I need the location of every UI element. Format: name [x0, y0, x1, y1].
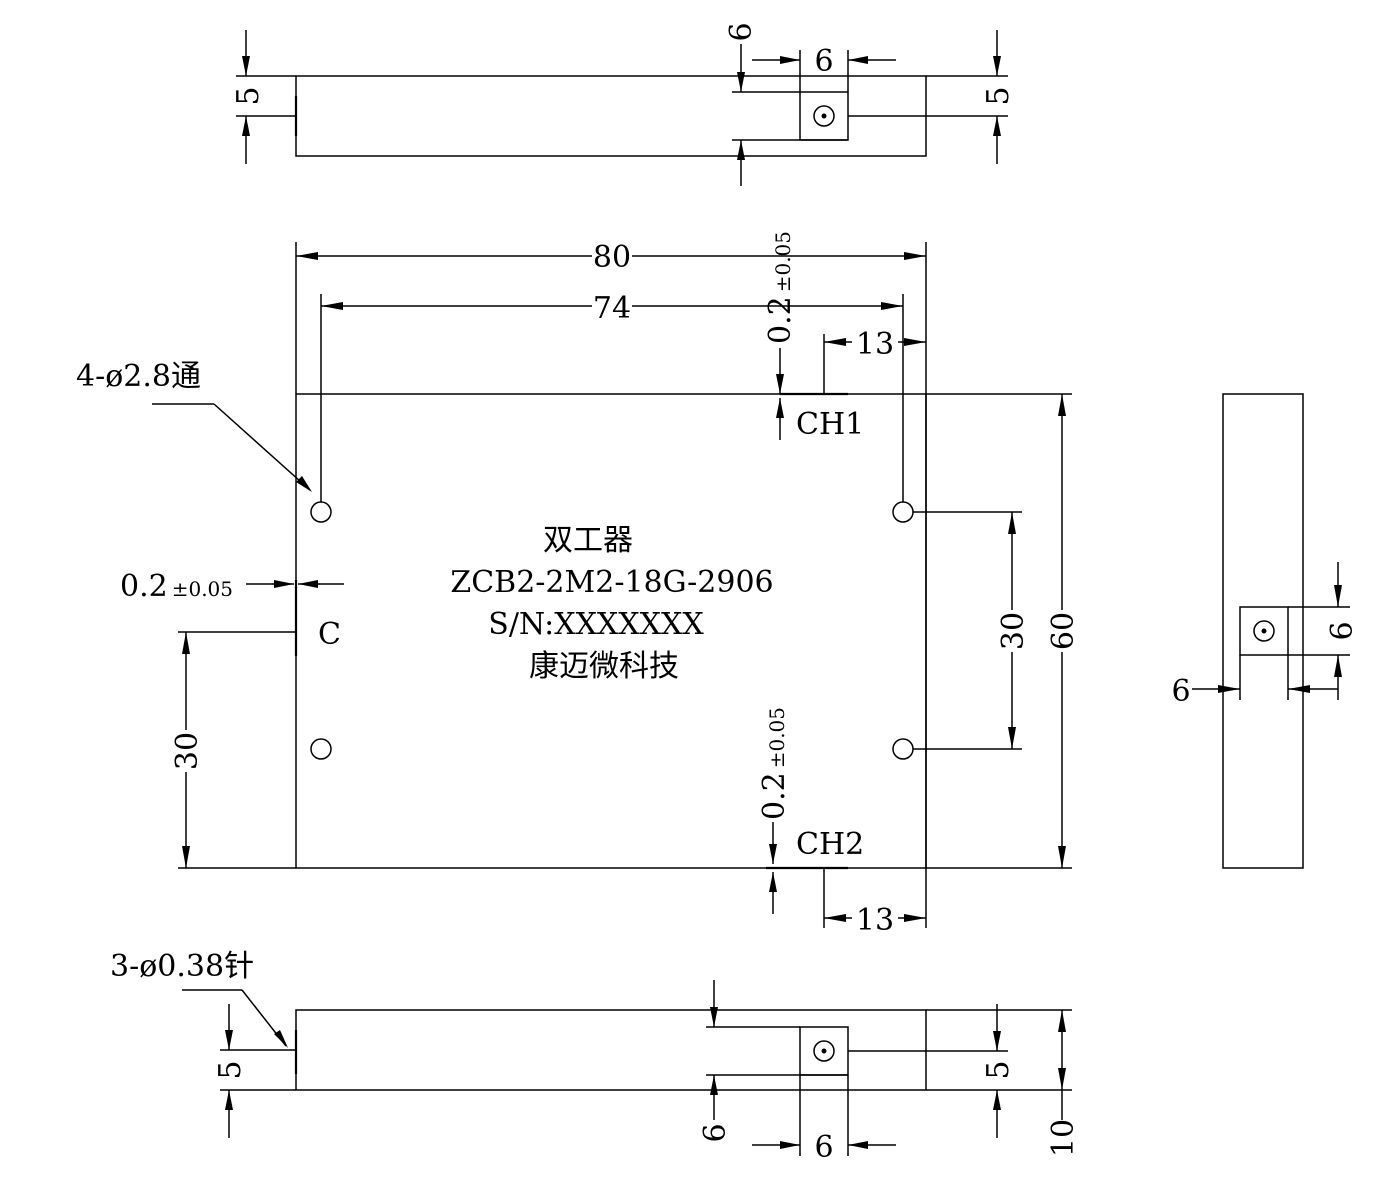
product-company: 康迈微科技 [529, 649, 679, 684]
side-view: 6 6 [1171, 393, 1360, 869]
dim-width-74: 74 [593, 291, 631, 326]
dim-top-connector-6-width: 6 [814, 44, 833, 79]
dim-bottom-height-10: 10 [1046, 1119, 1081, 1157]
side-view-connector-circle [1253, 620, 1275, 642]
mounting-hole-bottom-right [892, 738, 914, 760]
product-name: 双工器 [543, 523, 633, 558]
mounting-hole-top-right [892, 501, 914, 523]
top-view-connector-circle [813, 105, 835, 127]
dim-ch1-tolerance: 0.2±0.05 [763, 231, 798, 344]
mounting-hole-top-left [310, 501, 332, 523]
top-view: 5 6 6 5 [231, 22, 1016, 186]
dim-ch2-offset-13: 13 [856, 903, 894, 938]
dim-bottom-left-5: 5 [213, 1060, 248, 1079]
dim-side-6-horizontal: 6 [1171, 674, 1190, 709]
bottom-view: 3-ø0.38针 5 6 6 5 [110, 949, 1081, 1165]
dim-top-connector-6-vertical: 6 [724, 22, 759, 41]
top-view-body [295, 75, 927, 157]
dim-ch1-offset-13: 13 [856, 327, 894, 362]
dim-side-6-vertical: 6 [1325, 621, 1360, 640]
dim-bottom-right-5: 5 [981, 1060, 1016, 1079]
dim-bottom-connector-6-vertical: 6 [698, 1123, 733, 1142]
dim-bottom-connector-6-width: 6 [814, 1130, 833, 1165]
dim-c-tolerance: 0.2±0.05 [120, 569, 233, 604]
product-serial: S/N:XXXXXXX [488, 607, 704, 642]
dim-ch2-tolerance: 0.2±0.05 [757, 707, 792, 820]
holes-note: 4-ø2.8通 [76, 359, 201, 394]
pins-note: 3-ø0.38针 [110, 949, 254, 984]
side-view-connector [1239, 606, 1289, 656]
port-c-label: C [318, 617, 341, 652]
bottom-view-connector-circle [813, 1040, 835, 1062]
top-view-connector-center [821, 113, 827, 119]
port-ch1-label: CH1 [796, 407, 864, 442]
bottom-view-body [295, 1009, 927, 1091]
dim-height-60: 60 [1046, 612, 1081, 650]
mounting-hole-bottom-left [310, 738, 332, 760]
port-ch2-label: CH2 [796, 827, 864, 862]
product-model: ZCB2-2M2-18G-2906 [450, 565, 773, 600]
dim-top-right-5: 5 [981, 86, 1016, 105]
side-view-connector-center [1261, 628, 1267, 634]
dim-c-height-30: 30 [170, 732, 205, 770]
dim-top-left-5: 5 [231, 86, 266, 105]
side-view-body [1222, 393, 1304, 869]
front-view: 80 74 CH1 13 0.2±0.05 CH2 [76, 231, 1081, 938]
dim-hole-spacing-30: 30 [996, 612, 1031, 650]
bottom-view-connector-center [821, 1048, 827, 1054]
dim-width-80: 80 [593, 240, 631, 275]
